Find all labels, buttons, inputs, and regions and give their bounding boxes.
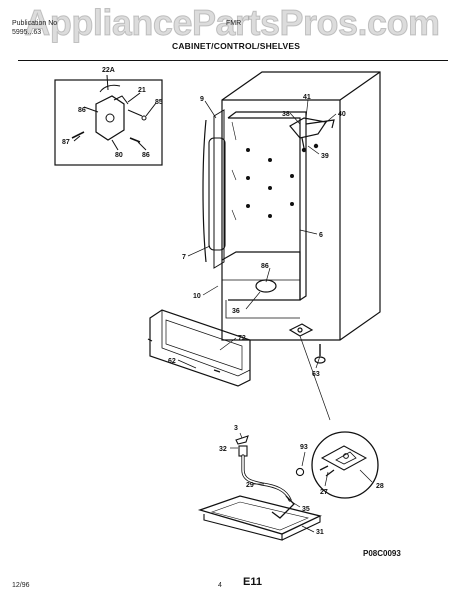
callout-62: 62 [168, 358, 176, 365]
header-rule [18, 60, 448, 61]
callout-31: 31 [316, 529, 324, 536]
callout-10: 10 [193, 293, 201, 300]
callout-93: 93 [300, 444, 308, 451]
leader-lines [177, 99, 337, 421]
callout-41: 41 [303, 94, 311, 101]
callout-36: 36 [232, 308, 240, 315]
callout-63: 63 [312, 371, 320, 378]
callout-3: 3 [234, 425, 238, 432]
model-label: FMR [226, 20, 242, 27]
publication-label: Publication No [12, 20, 58, 27]
callout-35: 35 [302, 506, 310, 513]
footer-page-code: E11 [243, 576, 262, 588]
callout-86-a: 86 [78, 107, 86, 114]
footer-page-number: 4 [218, 582, 222, 589]
callout-22a: 22A [102, 67, 115, 74]
callout-28: 28 [376, 483, 384, 490]
callout-labels: 22A 21 86 85 87 80 86 9 41 38 40 39 6 7 … [62, 67, 384, 536]
page-title: CABINET/CONTROL/SHELVES [172, 41, 301, 51]
publication-number: 5995...63 [12, 29, 42, 36]
callout-21: 21 [138, 87, 146, 94]
callout-85: 85 [155, 99, 163, 106]
callout-40: 40 [338, 111, 346, 118]
callout-32: 32 [219, 446, 227, 453]
kickplate [147, 309, 251, 387]
cabinet [202, 71, 381, 341]
callout-86-b: 86 [142, 152, 150, 159]
callout-29: 29 [246, 482, 254, 489]
callout-72: 72 [238, 335, 246, 342]
callout-7: 7 [182, 254, 186, 261]
control-inset [54, 74, 163, 166]
callout-39: 39 [321, 153, 329, 160]
figure-code: P08C0093 [363, 549, 401, 558]
callout-27: 27 [320, 489, 328, 496]
callout-9: 9 [200, 96, 204, 103]
callout-38: 38 [282, 111, 290, 118]
footer-date: 12/96 [12, 582, 30, 589]
callout-6: 6 [319, 232, 323, 239]
callout-80: 80 [115, 152, 123, 159]
leveling-foot [314, 344, 326, 364]
drain-assembly [197, 432, 322, 541]
watermark: AppliancePartsPros.com [24, 2, 441, 44]
mount-detail-inset [311, 431, 379, 499]
callout-86-c: 86 [261, 263, 269, 270]
callout-87: 87 [62, 139, 70, 146]
